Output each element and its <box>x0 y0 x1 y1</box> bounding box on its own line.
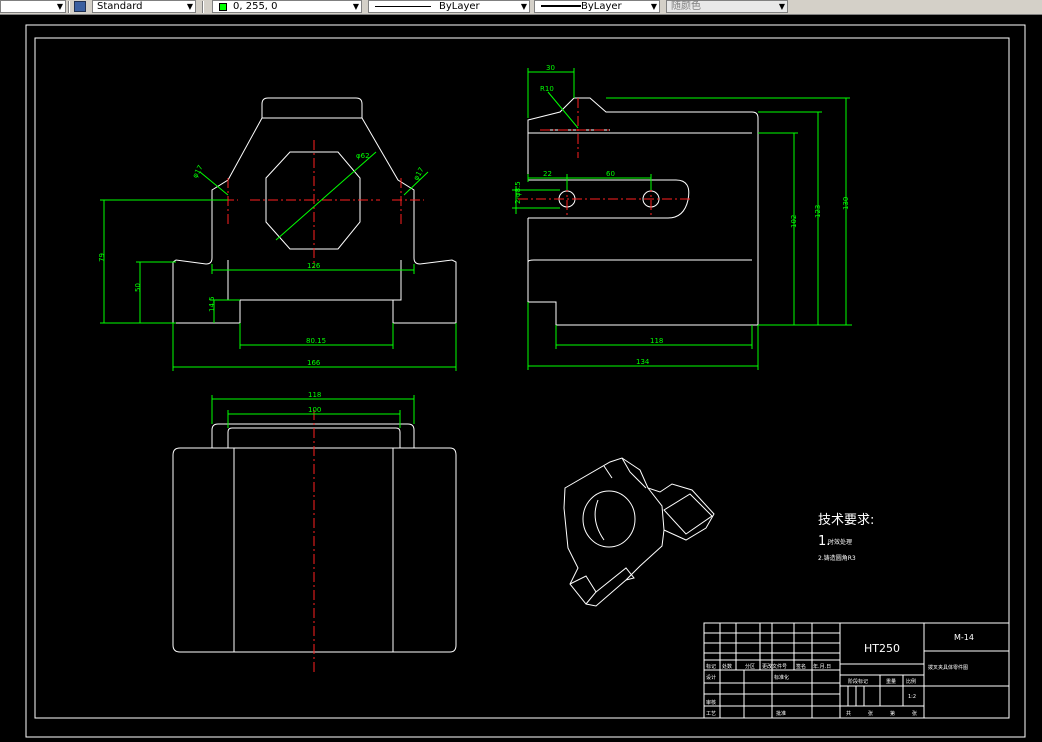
chevron-down-icon: ▼ <box>650 2 657 11</box>
dim-height-14: 14.5 <box>208 296 216 312</box>
tb-design: 设计 <box>706 674 716 681</box>
toolbar-separator <box>202 1 204 13</box>
dim-overall-166: 166 <box>307 359 321 367</box>
dim-top-118: 118 <box>308 391 321 399</box>
tb-scale: 比例 <box>906 678 916 685</box>
tb-code: M-14 <box>954 633 974 642</box>
tb-label-mark: 标记 <box>706 663 716 670</box>
chevron-down-icon: ▼ <box>56 2 63 11</box>
color-value: 0, 255, 0 <box>233 1 278 12</box>
tech-requirements: 技术要求: 1. 时效处理 2.铸造圆角R3 <box>818 513 874 562</box>
dim-height-79: 79 <box>98 253 106 262</box>
dim-bore: φ62 <box>356 152 370 160</box>
lineweight-dropdown[interactable]: ByLayer ▼ <box>534 0 660 13</box>
tb-label-change: 更改文件号 <box>762 663 787 670</box>
tech-req-item1-num: 1. <box>818 534 830 549</box>
text-style-icon[interactable] <box>74 1 86 12</box>
tb-label-sign: 签名 <box>796 663 806 670</box>
linetype-preview <box>375 6 431 7</box>
lineweight-preview <box>541 5 581 7</box>
tech-req-heading: 技术要求: <box>818 513 874 528</box>
tb-scale-value: 1:2 <box>908 694 916 700</box>
dim-22: 22 <box>543 170 552 178</box>
properties-toolbar: ▼ Standard ▼ 0, 255, 0 ▼ ByLayer ▼ ByLayer ▼… <box>0 0 1042 15</box>
tb-process: 工艺 <box>706 711 716 717</box>
tb-sheets-total: 共 <box>846 710 851 717</box>
tb-weight: 重量 <box>886 678 896 685</box>
chevron-down-icon: ▼ <box>520 2 527 11</box>
tb-label-date: 年.月.日 <box>813 663 831 670</box>
drawing-svg: φ62 φ17 φ17 126 79 50 14.5 80.15 166 <box>0 15 1042 742</box>
dim-134: 134 <box>636 358 650 366</box>
title-block-text: HT250 M-14 拨叉夹具体零件图 标记 处数 分区 更改文件号 签名 年.… <box>706 633 974 717</box>
model-space-background <box>0 15 1042 742</box>
dim-top-100: 100 <box>308 406 321 414</box>
tb-sheet-num-unit: 张 <box>912 710 917 717</box>
tb-standardize: 标准化 <box>774 674 789 681</box>
color-swatch <box>219 3 227 11</box>
linetype-dropdown[interactable]: ByLayer ▼ <box>368 0 530 13</box>
dim-h130: 130 <box>842 197 850 210</box>
lineweight-value: ByLayer <box>581 1 622 12</box>
chevron-down-icon: ▼ <box>352 2 359 11</box>
front-view-dimensions <box>100 151 457 371</box>
tb-label-count: 处数 <box>722 663 732 670</box>
inner-frame <box>34 37 1010 719</box>
dim-top-30: 30 <box>546 64 555 72</box>
tech-req-item1-text: 时效处理 <box>828 538 852 546</box>
linetype-value: ByLayer <box>439 1 480 12</box>
tb-material: HT250 <box>864 642 900 655</box>
tb-label-zone: 分区 <box>745 663 755 670</box>
title-block <box>703 622 1010 719</box>
color-dropdown[interactable]: 0, 255, 0 ▼ <box>212 0 362 13</box>
text-style-dropdown[interactable]: Standard ▼ <box>92 0 196 13</box>
tb-sheets-total-unit: 张 <box>868 710 873 717</box>
dim-hole: 2-φ8.5 <box>514 181 522 204</box>
dim-width-126: 126 <box>307 262 321 270</box>
dim-base-bottom: 80.15 <box>306 337 326 345</box>
tb-sheet-num: 第 <box>890 710 895 717</box>
dim-height-50: 50 <box>134 283 142 292</box>
chevron-down-icon: ▼ <box>778 2 785 11</box>
tb-approve: 批准 <box>776 710 786 717</box>
dim-h123: 123 <box>814 205 822 218</box>
tb-stage-mark: 阶段标记 <box>848 678 868 685</box>
top-view-dim-text: 118 100 <box>308 391 321 414</box>
chevron-down-icon: ▼ <box>186 2 193 11</box>
dim-118: 118 <box>650 337 663 345</box>
front-view-centerlines <box>206 140 424 268</box>
toolbar-separator <box>68 1 70 13</box>
text-style-value: Standard <box>97 1 143 12</box>
dim-60: 60 <box>606 170 615 178</box>
text-style-dropdown-tail[interactable]: ▼ <box>0 0 66 13</box>
side-view-dimensions <box>512 68 852 370</box>
tb-review: 审核 <box>706 699 716 706</box>
isometric-view <box>563 457 715 607</box>
dim-h102: 102 <box>790 215 798 228</box>
outer-frame <box>25 24 1026 738</box>
plot-style-value: 随颜色 <box>671 1 701 12</box>
tb-part-name: 拨叉夹具体零件图 <box>928 664 968 671</box>
side-view-dim-text: 30 R10 22 60 2-φ8.5 102 123 130 118 134 <box>514 64 850 366</box>
top-view-dimensions <box>211 395 415 428</box>
plot-style-dropdown[interactable]: 随颜色 ▼ <box>666 0 788 13</box>
tech-req-item2: 2.铸造圆角R3 <box>818 554 856 562</box>
drawing-canvas[interactable]: φ62 φ17 φ17 126 79 50 14.5 80.15 166 <box>0 15 1042 742</box>
dim-r10: R10 <box>540 85 554 93</box>
